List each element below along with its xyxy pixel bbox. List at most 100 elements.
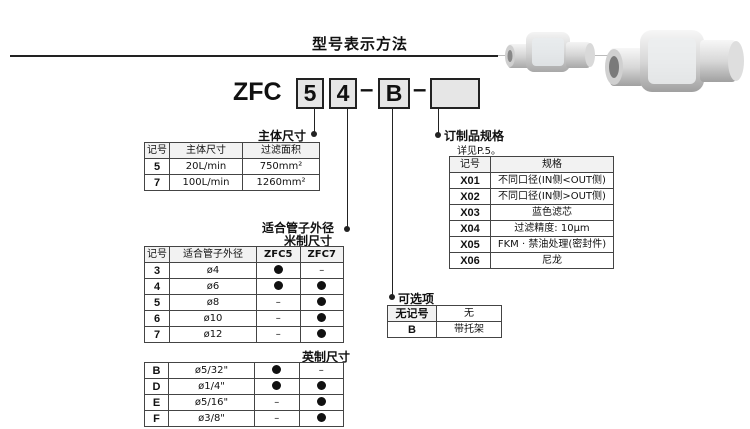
header-cell: 规格	[490, 156, 614, 173]
table-row: 无记号 无	[387, 305, 502, 322]
leader-dot-body-size	[311, 131, 317, 137]
code-cell: 6	[144, 310, 170, 327]
diameter-cell: ø10	[169, 310, 257, 327]
code-cell: X01	[449, 172, 491, 189]
header-cell: 记号	[449, 156, 491, 173]
code-cell: 无记号	[387, 305, 437, 322]
header-cell: 过滤面积	[242, 142, 320, 159]
body-size-table: 记号 主体尺寸 过滤面积 5 20L/min 750mm² 7 100L/min…	[144, 142, 320, 191]
zfc7-cell	[299, 294, 344, 311]
zfc5-cell	[254, 362, 300, 379]
code-cell: 3	[144, 262, 170, 279]
available-bullet-icon	[316, 397, 326, 406]
zfc7-cell	[299, 278, 344, 295]
spec-cell: 无	[436, 305, 502, 322]
metric-label: 米制尺寸	[284, 234, 333, 248]
body-size-label: 主体尺寸	[258, 129, 307, 143]
custom-spec-note: 详见P.5。	[457, 146, 502, 157]
diameter-cell: ø8	[169, 294, 257, 311]
zfc5-cell	[256, 278, 301, 295]
zfc7-cell	[298, 394, 344, 411]
header-cell: 记号	[144, 142, 170, 159]
zfc5-cell: –	[254, 410, 300, 427]
zfc5-cell: –	[256, 326, 301, 343]
leader-tube-size	[347, 109, 348, 229]
header-cell: 记号	[144, 246, 170, 263]
zfc5-cell: –	[256, 294, 301, 311]
page-title: 型号表示方法	[312, 35, 409, 53]
diameter-cell: ø1/4"	[168, 378, 255, 395]
spec-cell: 蓝色滤芯	[490, 204, 614, 221]
zfc5-cell	[256, 262, 301, 279]
table-row: 5 20L/min 750mm²	[144, 158, 320, 175]
zfc7-cell: –	[298, 362, 344, 379]
code-cell: X03	[449, 204, 491, 221]
available-bullet-icon	[273, 265, 283, 274]
inch-label: 英制尺寸	[302, 350, 351, 364]
available-bullet-icon	[317, 329, 327, 338]
diameter-cell: ø12	[169, 326, 257, 343]
header-cell: ZFC5	[256, 246, 301, 263]
zfc7-cell	[298, 410, 344, 427]
code-box-custom	[430, 78, 480, 109]
spec-cell: 过滤精度: 10μm	[490, 220, 614, 237]
code-box-option: B	[378, 78, 410, 109]
diameter-cell: ø5/32"	[168, 362, 255, 379]
model-prefix: ZFC	[233, 78, 282, 106]
code-cell: B	[144, 362, 169, 379]
code-cell: 5	[144, 294, 170, 311]
table-row: B 带托架	[387, 321, 502, 338]
spec-cell: FKM · 禁油处理(密封件)	[490, 236, 614, 253]
available-bullet-icon	[273, 281, 283, 290]
table-row: 7 100L/min 1260mm²	[144, 174, 320, 191]
code-cell: X05	[449, 236, 491, 253]
code-cell: E	[144, 394, 169, 411]
code-dash-1: –	[360, 76, 374, 103]
zfc7-cell	[299, 310, 344, 327]
table-header-row: 记号 适合管子外径 ZFC5 ZFC7	[144, 246, 344, 263]
area-cell: 1260mm²	[242, 174, 320, 191]
diameter-cell: ø4	[169, 262, 257, 279]
title-underline	[10, 55, 498, 57]
header-cell: ZFC7	[299, 246, 344, 263]
zfc5-cell	[254, 378, 300, 395]
flow-cell: 20L/min	[169, 158, 243, 175]
leader-dot-option	[389, 294, 395, 300]
diameter-cell: ø5/16"	[168, 394, 255, 411]
code-dash-2: –	[413, 76, 427, 103]
zfc5-cell: –	[256, 310, 301, 327]
available-bullet-icon	[317, 297, 327, 306]
zfc5-cell: –	[254, 394, 300, 411]
available-bullet-icon	[317, 313, 327, 322]
spec-cell: 不同口径(IN侧<OUT侧)	[490, 172, 614, 189]
option-table: 无记号 无 B 带托架	[387, 305, 502, 338]
available-bullet-icon	[316, 413, 326, 422]
available-bullet-icon	[272, 365, 282, 374]
zfc7-cell: –	[299, 262, 344, 279]
code-cell: 4	[144, 278, 170, 295]
spec-cell: 带托架	[436, 321, 502, 338]
code-cell: D	[144, 378, 169, 395]
code-cell: B	[387, 321, 437, 338]
available-bullet-icon	[272, 381, 282, 390]
available-bullet-icon	[317, 281, 327, 290]
tube-size-label: 适合管子外径	[262, 221, 335, 235]
code-cell: 7	[144, 174, 170, 191]
spec-cell: 尼龙	[490, 252, 614, 269]
custom-spec-label: 订制品规格	[444, 129, 505, 143]
flow-cell: 100L/min	[169, 174, 243, 191]
code-cell: X06	[449, 252, 491, 269]
zfc7-cell	[299, 326, 344, 343]
